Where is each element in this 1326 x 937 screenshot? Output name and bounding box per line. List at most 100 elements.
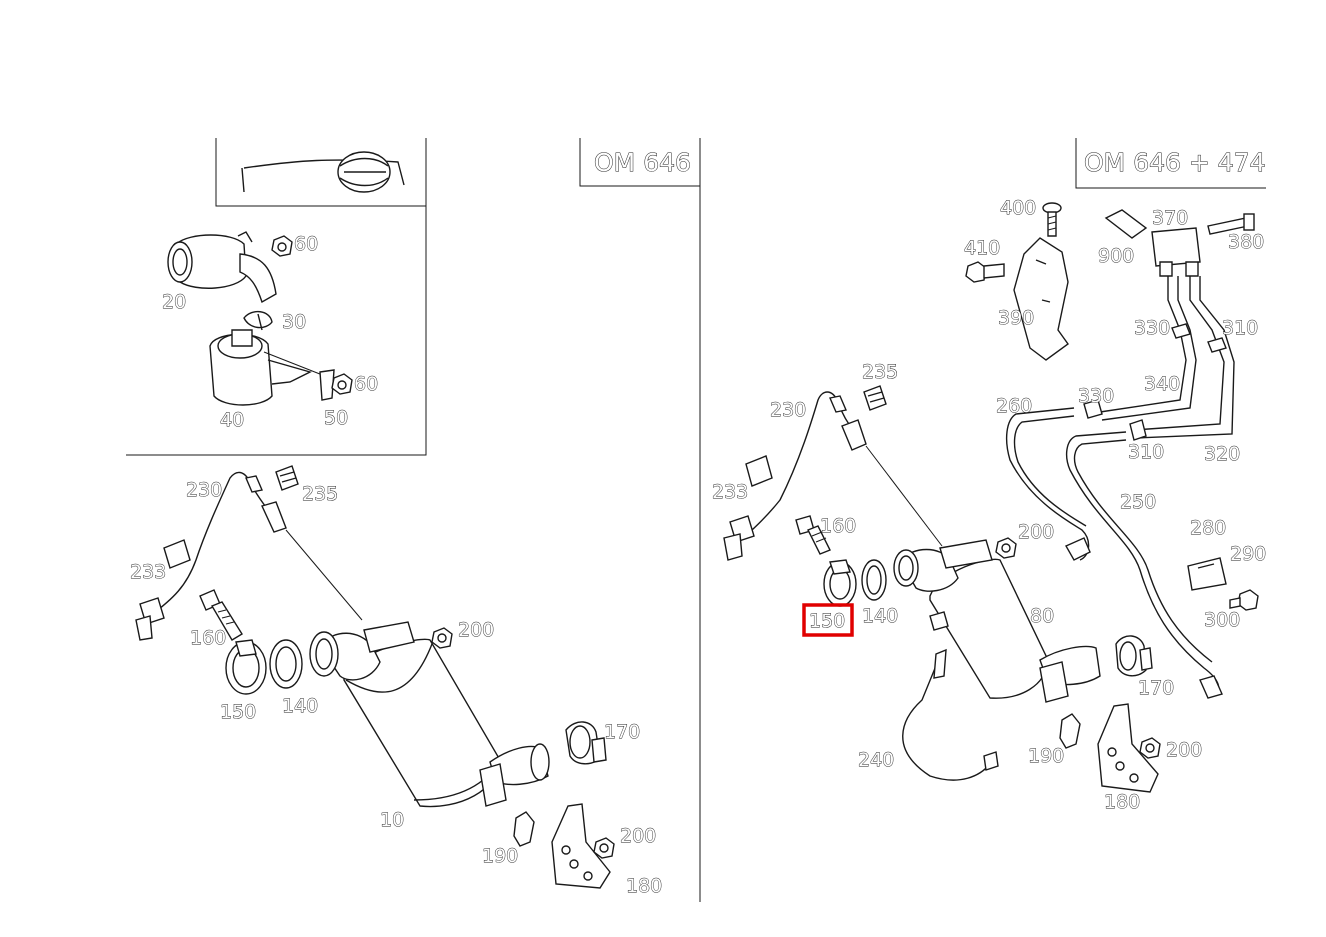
callout-60: 60 bbox=[294, 233, 318, 255]
engine-label-om646-474: OM 646 + 474 bbox=[1084, 148, 1265, 177]
engine-label-om646: OM 646 bbox=[594, 148, 691, 177]
callout-250: 250 bbox=[1120, 491, 1156, 513]
right-nut-200a bbox=[995, 537, 1017, 559]
callout-280: 280 bbox=[1190, 517, 1226, 539]
right-sensor-230 bbox=[729, 391, 943, 551]
callout-10: 10 bbox=[380, 809, 404, 831]
right-bolt-300 bbox=[1229, 589, 1259, 611]
callout-190: 190 bbox=[1028, 745, 1064, 767]
part-40-filter bbox=[209, 329, 331, 406]
callout-410: 410 bbox=[964, 237, 1000, 259]
left-nut-200b bbox=[593, 837, 615, 859]
clip-inset bbox=[241, 151, 405, 193]
right-bolt-410 bbox=[965, 261, 1005, 283]
left-clip-235 bbox=[275, 465, 299, 491]
callout-190: 190 bbox=[482, 845, 518, 867]
right-clip-190 bbox=[1059, 713, 1081, 749]
callout-370: 370 bbox=[1152, 207, 1188, 229]
right-clamp-150 bbox=[823, 559, 857, 607]
callout-260: 260 bbox=[996, 395, 1032, 417]
callout-140: 140 bbox=[282, 695, 318, 717]
right-pipes-340-320 bbox=[1083, 276, 1235, 441]
right-sensor-240 bbox=[902, 648, 999, 781]
right-bracket-280 bbox=[1187, 557, 1227, 591]
callout-340: 340 bbox=[1144, 373, 1180, 395]
right-connector-233 bbox=[723, 455, 773, 561]
part-60-nut-a bbox=[271, 235, 293, 257]
callout-200: 200 bbox=[620, 825, 656, 847]
right-bolt-400 bbox=[1042, 202, 1062, 237]
left-clip-190 bbox=[513, 811, 535, 847]
right-assembly bbox=[723, 202, 1259, 793]
callout-233: 233 bbox=[712, 481, 748, 503]
left-clamp-150 bbox=[225, 639, 267, 695]
callout-40: 40 bbox=[220, 409, 244, 431]
inset-parts bbox=[167, 231, 353, 406]
callout-300: 300 bbox=[1204, 609, 1240, 631]
left-bracket-180 bbox=[551, 803, 611, 889]
callout-150: 150 bbox=[220, 701, 256, 723]
left-callouts: 60 20 30 60 40 50 230 235 233 200 160 15… bbox=[130, 233, 663, 898]
callout-180: 180 bbox=[1104, 791, 1140, 813]
callout-290: 290 bbox=[1230, 543, 1266, 565]
callout-200: 200 bbox=[1166, 739, 1202, 761]
right-bracket-180 bbox=[1097, 703, 1159, 793]
callout-233: 233 bbox=[130, 561, 166, 583]
left-dpf-10 bbox=[309, 621, 550, 808]
callout-60: 60 bbox=[354, 373, 378, 395]
left-clamp-170 bbox=[565, 721, 607, 765]
part-50-bracket bbox=[319, 369, 335, 401]
right-clip-235 bbox=[863, 385, 887, 411]
callout-240: 240 bbox=[858, 749, 894, 771]
callout-230: 230 bbox=[186, 479, 222, 501]
part-20-catalyst bbox=[167, 231, 277, 304]
callout-900: 900 bbox=[1098, 245, 1134, 267]
callout-235: 235 bbox=[862, 361, 898, 383]
left-main-assembly bbox=[135, 465, 615, 889]
highlight-box-150 bbox=[802, 603, 854, 637]
callout-390: 390 bbox=[998, 307, 1034, 329]
right-dpf-80 bbox=[893, 539, 1101, 703]
right-pipe-250 bbox=[1065, 431, 1223, 699]
callout-310: 310 bbox=[1128, 441, 1164, 463]
callout-200: 200 bbox=[458, 619, 494, 641]
callout-80: 80 bbox=[1030, 605, 1054, 627]
right-clamp-170 bbox=[1115, 635, 1153, 677]
callout-150-highlighted: 150 bbox=[809, 610, 845, 632]
right-ring-140 bbox=[861, 559, 887, 601]
left-bolt-160 bbox=[199, 589, 243, 641]
frames bbox=[126, 138, 1266, 902]
left-nut-200a bbox=[431, 627, 453, 649]
callout-330: 330 bbox=[1078, 385, 1114, 407]
callout-20: 20 bbox=[162, 291, 186, 313]
left-sensor-230 bbox=[245, 475, 363, 621]
right-bolt-380 bbox=[1207, 213, 1255, 235]
callout-140: 140 bbox=[862, 605, 898, 627]
right-sensor-370 bbox=[1151, 227, 1201, 277]
callout-330: 330 bbox=[1134, 317, 1170, 339]
right-heatshield-390 bbox=[1013, 237, 1069, 361]
callout-180: 180 bbox=[626, 875, 662, 897]
callout-380: 380 bbox=[1228, 231, 1264, 253]
callout-230: 230 bbox=[770, 399, 806, 421]
right-callouts: 400 370 380 410 900 390 330 310 235 340 … bbox=[712, 197, 1267, 814]
callout-170: 170 bbox=[604, 721, 640, 743]
right-nut-200b bbox=[1139, 737, 1161, 759]
part-30-clamp bbox=[243, 311, 273, 331]
callout-310: 310 bbox=[1222, 317, 1258, 339]
right-pipe-260 bbox=[1005, 407, 1091, 561]
callout-235: 235 bbox=[302, 483, 338, 505]
callout-50: 50 bbox=[324, 407, 348, 429]
callout-160: 160 bbox=[820, 515, 856, 537]
callout-30: 30 bbox=[282, 311, 306, 333]
part-60-nut-b bbox=[331, 373, 353, 395]
callout-160: 160 bbox=[190, 627, 226, 649]
callout-400: 400 bbox=[1000, 197, 1036, 219]
right-cap-900 bbox=[1104, 209, 1148, 239]
callout-320: 320 bbox=[1204, 443, 1240, 465]
left-ring-140 bbox=[269, 639, 303, 689]
callout-170: 170 bbox=[1138, 677, 1174, 699]
left-connector-233 bbox=[135, 539, 191, 641]
callout-200: 200 bbox=[1018, 521, 1054, 543]
